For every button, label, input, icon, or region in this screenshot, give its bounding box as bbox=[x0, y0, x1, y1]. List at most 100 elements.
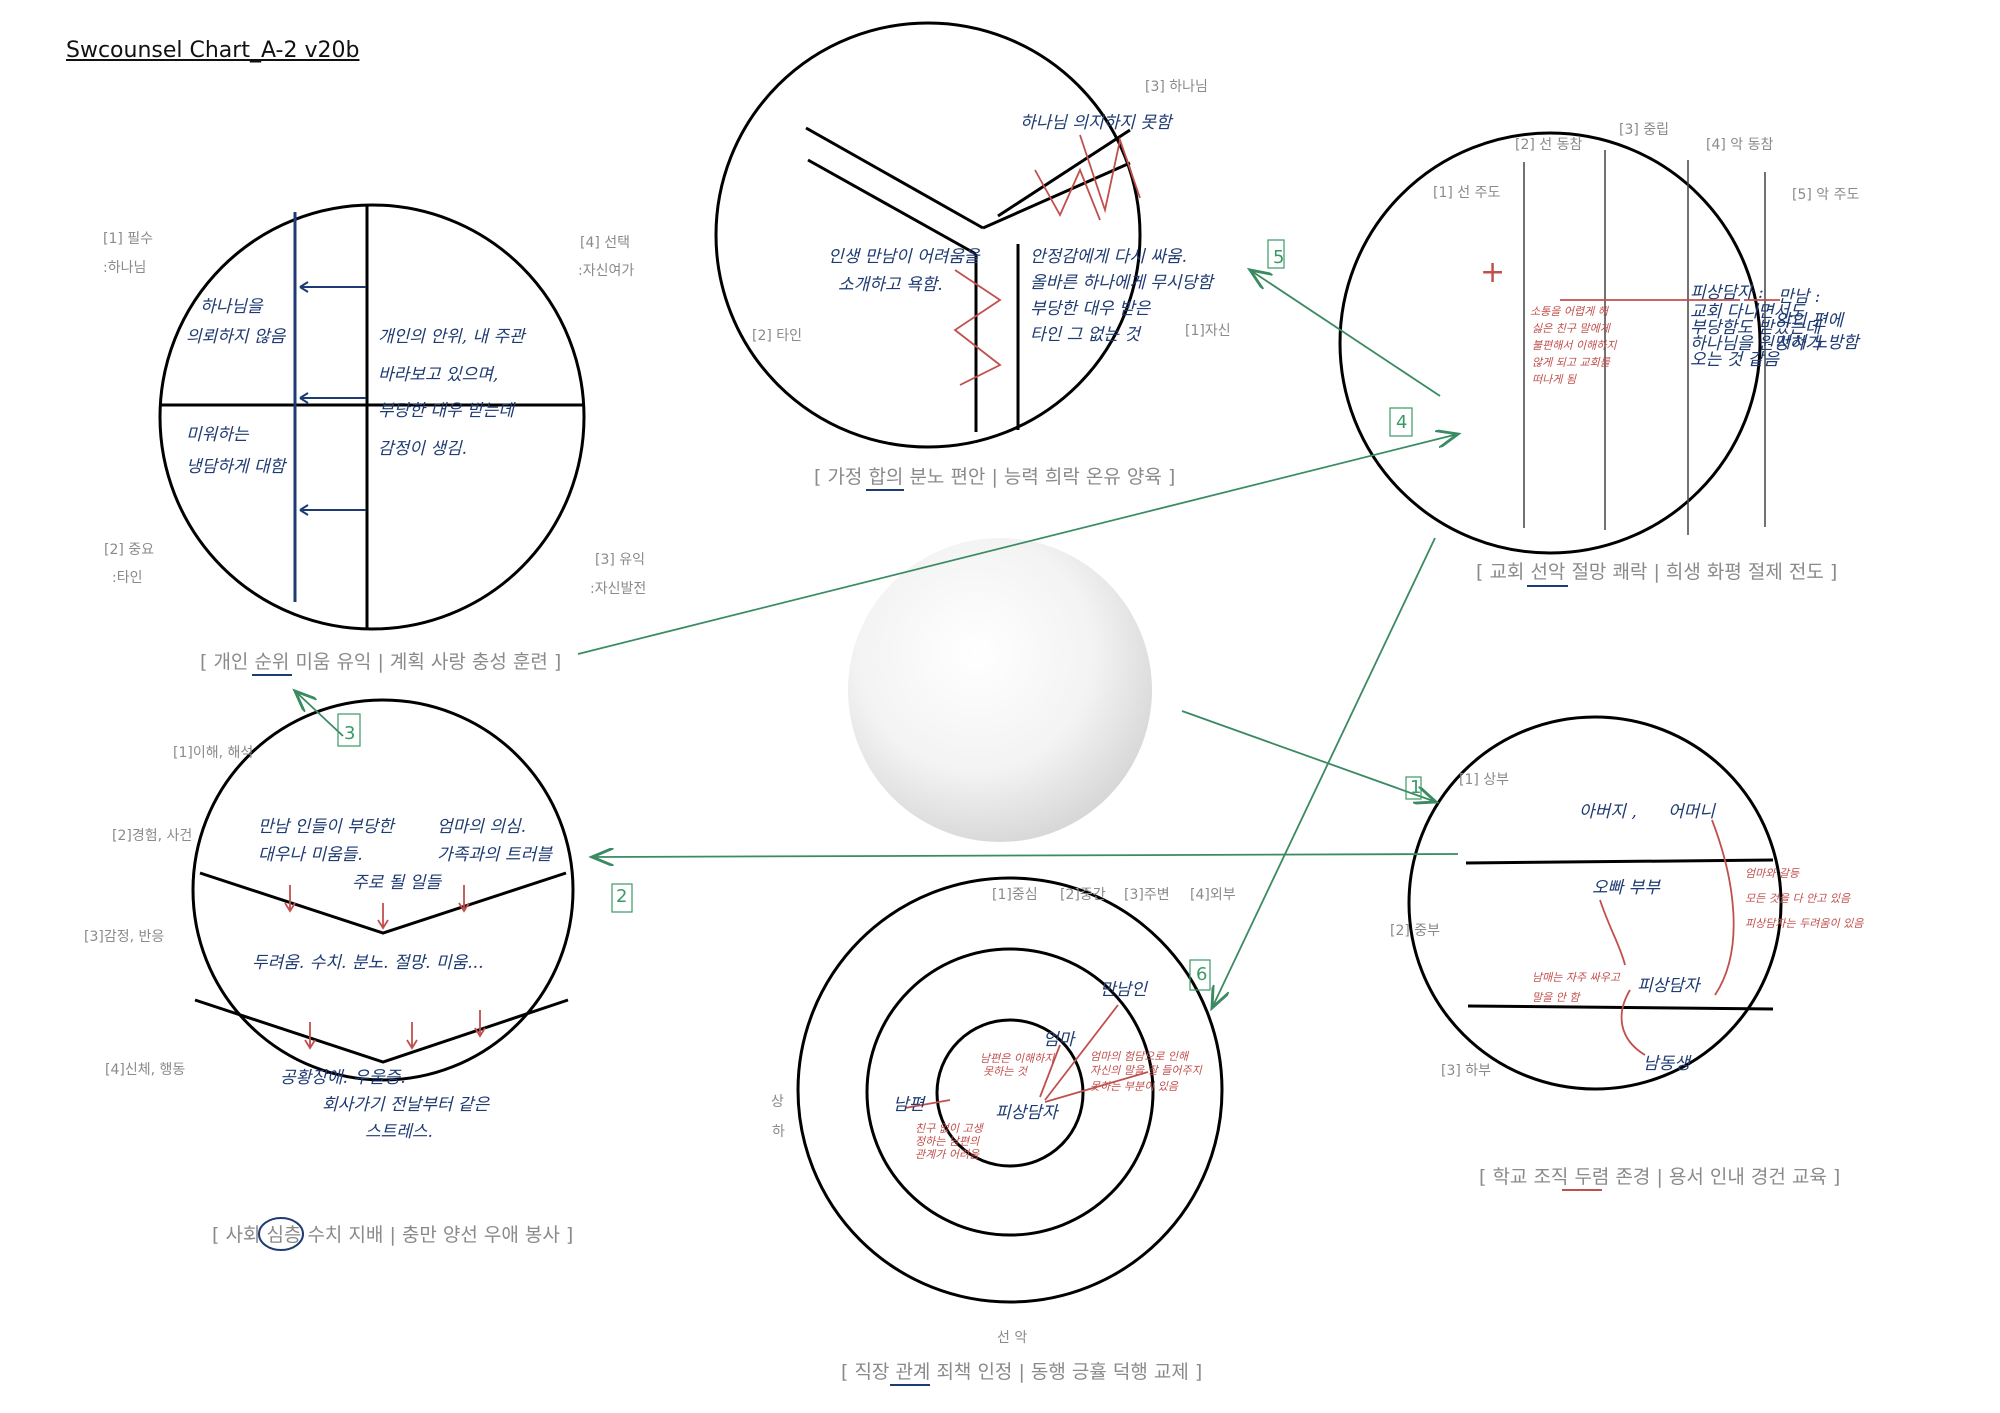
label: :자신발전 bbox=[590, 581, 646, 597]
note: 의뢰하지 않음 bbox=[186, 327, 287, 347]
label: [1]이해, 해석 bbox=[173, 745, 253, 761]
label: [4] 선택 bbox=[580, 235, 630, 251]
label: [1]중심 bbox=[992, 887, 1038, 903]
arrow-number: 4 bbox=[1396, 412, 1407, 433]
note: 엄마와 갈등 bbox=[1745, 867, 1800, 880]
note: 주로 될 일들 bbox=[352, 873, 442, 893]
note: 타인 그 없는 것 bbox=[1030, 325, 1142, 345]
note: 만남 : bbox=[1778, 287, 1820, 307]
caption: [ 가정 합의 분노 편안 | 능력 희락 온유 양육 ] bbox=[814, 466, 1175, 488]
connectors: 1 2 3 4 5 6 bbox=[295, 239, 1459, 1008]
note: 싫은 친구 말에게 bbox=[1532, 322, 1612, 335]
note: 소개하고 욕함. bbox=[838, 275, 943, 295]
note: 엄마의 험담으로 인해 bbox=[1090, 1050, 1190, 1063]
note: 소통을 어렵게 해 bbox=[1530, 305, 1610, 318]
note: 남동생 bbox=[1643, 1054, 1692, 1074]
label: :타인 bbox=[112, 570, 142, 586]
note: 친구 없이 고생 bbox=[915, 1122, 985, 1135]
note: 엄마 bbox=[1043, 1030, 1077, 1050]
note: 개인의 안위, 내 주관 bbox=[378, 327, 527, 347]
note: 대우나 미움들. bbox=[258, 845, 363, 865]
note: 교회 다니면서도 bbox=[1690, 302, 1806, 322]
caption: [ 사회 심층 수치 지배 | 충만 양선 우애 봉사 ] bbox=[212, 1224, 573, 1246]
label: 선 악 bbox=[997, 1330, 1027, 1346]
note: 엄마의 의심. bbox=[437, 817, 526, 837]
arrow-2 bbox=[592, 854, 1459, 857]
circle-workplace: 남편 엄마 피상담자 만남인 남편은 이해하지 못하는 것 친구 없이 고생 정… bbox=[771, 876, 1236, 1383]
note: 못하는 것 bbox=[983, 1065, 1029, 1078]
label: [3] 하부 bbox=[1441, 1063, 1491, 1079]
label: [5] 악 주도 bbox=[1792, 187, 1859, 203]
center-sphere bbox=[848, 538, 1152, 842]
label: [3] 중립 bbox=[1619, 122, 1669, 138]
caption: [ 교회 선악 절망 쾌락 | 희생 화평 절제 전도 ] bbox=[1476, 561, 1837, 583]
circle-church: + 소통을 어렵게 해 싫은 친구 말에게 불편해서 이해하지 않게 되고 교회… bbox=[1338, 122, 1861, 583]
note: 아버지 , bbox=[1579, 802, 1637, 822]
caption: [ 학교 조직 두렴 존경 | 용서 인내 경건 교육 ] bbox=[1479, 1166, 1840, 1188]
caption: [ 개인 순위 미움 유익 | 계획 사랑 충성 훈련 ] bbox=[200, 651, 561, 673]
note: 관계가 어려움 bbox=[915, 1148, 980, 1161]
label: [4]외부 bbox=[1190, 887, 1236, 903]
arrow-1 bbox=[1181, 710, 1436, 802]
label: :하나님 bbox=[103, 260, 146, 276]
arrow-number: 6 bbox=[1196, 964, 1207, 985]
chart-title: Swcounsel Chart_A-2 v20b bbox=[66, 38, 360, 63]
label: [1] 선 주도 bbox=[1433, 185, 1500, 201]
note: 자신의 말을 잘 들어주지 bbox=[1090, 1064, 1203, 1077]
arrow-6 bbox=[1212, 537, 1436, 1008]
label: 상 bbox=[771, 1094, 784, 1110]
label: [3] 하나님 bbox=[1145, 79, 1208, 95]
caption-marks bbox=[252, 489, 1602, 1386]
note: 떠나게 됨 bbox=[1532, 373, 1577, 386]
note: 피상담자 bbox=[1637, 976, 1702, 996]
arrow-3 bbox=[295, 691, 344, 737]
note: 미워하는 bbox=[186, 425, 250, 445]
label: [3]감정, 반응 bbox=[84, 929, 164, 945]
note: 스트레스. bbox=[365, 1122, 433, 1142]
note: 피상담자는 두려움이 있음 bbox=[1745, 917, 1864, 930]
circle-family: 하나님 의지하지 못함 인생 만남이 어려움을 소개하고 욕함. 안정감에게 다… bbox=[714, 21, 1231, 488]
note: 남매는 자주 싸우고 bbox=[1532, 971, 1621, 984]
label: [3]주변 bbox=[1124, 887, 1170, 903]
arrow-number: 1 bbox=[1410, 777, 1421, 798]
note: 공황장애. 우울증. bbox=[280, 1068, 406, 1088]
label: [2] 타인 bbox=[752, 328, 802, 344]
note: 부당한 대우 받은 bbox=[1030, 299, 1152, 319]
note: 두려움. 수치. 분노. 절망. 미움... bbox=[252, 953, 483, 973]
note: 감정이 생김. bbox=[378, 439, 467, 459]
note: 정하는 남편의 bbox=[915, 1135, 980, 1148]
note: 서서 노방함 bbox=[1775, 333, 1861, 353]
note: 하나님 의지하지 못함 bbox=[1020, 113, 1174, 133]
note: 않게 되고 교회를 bbox=[1532, 356, 1611, 369]
label: [4] 악 동참 bbox=[1706, 137, 1773, 153]
arrow-5 bbox=[1250, 270, 1441, 397]
note: 부당함도 받았는데 bbox=[1690, 318, 1823, 338]
label: [4]신체, 행동 bbox=[105, 1062, 185, 1078]
caption: [ 직장 관계 죄책 인정 | 동행 긍휼 덕행 교제 ] bbox=[841, 1361, 1202, 1383]
label: [1]자신 bbox=[1185, 323, 1231, 339]
plus-mark: + bbox=[1480, 255, 1505, 290]
note: 가족과의 트러블 bbox=[437, 845, 553, 865]
circle-individual: 하나님을 의뢰하지 않음 개인의 안위, 내 주관 바라보고 있으며, 부당한 … bbox=[103, 203, 646, 673]
label: [1] 상부 bbox=[1459, 772, 1509, 788]
note: 피상담자 bbox=[995, 1103, 1060, 1123]
arrow-number: 5 bbox=[1273, 247, 1284, 268]
note: 만남 인들이 부당한 bbox=[258, 817, 396, 837]
arrow-number: 2 bbox=[616, 886, 627, 907]
arrow-number: 3 bbox=[344, 723, 355, 744]
note: 회사가기 전날부터 같은 bbox=[322, 1095, 491, 1115]
note: 말을 안 함 bbox=[1532, 991, 1581, 1004]
label: :자신여가 bbox=[578, 263, 634, 279]
label: [3] 유익 bbox=[595, 552, 645, 568]
note: 남편 bbox=[893, 1095, 927, 1115]
note: 올바른 하나에게 무시당함 bbox=[1030, 273, 1215, 293]
note: 하나님을 bbox=[200, 297, 264, 317]
label: [1] 필수 bbox=[103, 231, 153, 247]
note: 냉담하게 대함 bbox=[186, 457, 288, 477]
note: 안정감에게 다시 싸움. bbox=[1030, 247, 1187, 267]
circle-society: 만남 인들이 부당한 대우나 미움들. 엄마의 의심. 가족과의 트러블 주로 … bbox=[84, 698, 575, 1246]
label: [2]중간 bbox=[1060, 887, 1106, 903]
label: [2] 중요 bbox=[104, 542, 154, 558]
label: 하 bbox=[772, 1124, 785, 1140]
note: 어머니 bbox=[1668, 802, 1716, 822]
